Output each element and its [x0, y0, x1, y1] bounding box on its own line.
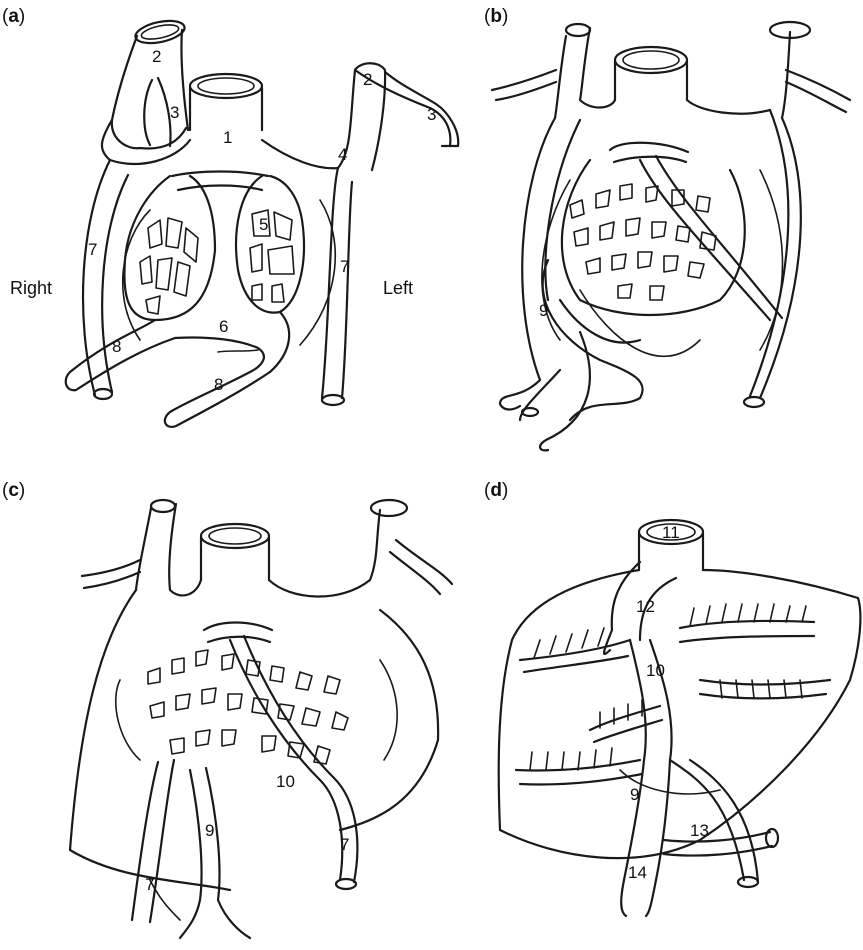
panel-a: (a): [2, 6, 458, 427]
vitelline-veins-8: [66, 312, 289, 427]
panel-d: (d): [484, 480, 860, 916]
label-7-left: 7: [340, 257, 349, 276]
label-10-d: 10: [646, 661, 665, 680]
right-vitelline-opening: [133, 17, 186, 47]
panel-label-b: (b): [484, 6, 508, 27]
sinus-venosus-c: [82, 500, 452, 597]
label-7-right: 7: [88, 240, 97, 259]
vessel-loop-3: [112, 30, 188, 148]
label-7-c-right: 7: [340, 835, 349, 854]
panel-label-c: (c): [2, 480, 25, 501]
vessels-lower-c: [132, 760, 357, 938]
sinus-venosus-b: [492, 22, 850, 118]
label-9-d: 9: [630, 785, 639, 804]
label-8-right: 8: [112, 337, 121, 356]
label-11: 11: [662, 523, 680, 542]
hepatic-sinusoids-b: [562, 143, 782, 320]
label-8-left: 8: [214, 375, 223, 394]
label-7-c-left: 7: [145, 875, 154, 894]
panel-label-d: (d): [484, 480, 508, 501]
label-2-right: 2: [152, 47, 161, 66]
hepatic-sinusoid-plexus-left: [236, 176, 304, 313]
panel-label-a: (a): [2, 6, 25, 27]
label-2-left: 2: [363, 70, 372, 89]
hepatic-sinusoids-c: [148, 623, 348, 781]
vitelline-veins-9-b: [500, 260, 700, 450]
umbilical-veins-7: [83, 160, 352, 405]
label-5: 5: [259, 215, 268, 234]
side-label-right: Right: [10, 278, 52, 298]
label-13: 13: [690, 821, 709, 840]
label-10-c: 10: [276, 772, 295, 791]
crossing-bar: [172, 172, 268, 191]
label-6: 6: [219, 317, 228, 336]
portal-branches-d: [516, 604, 830, 785]
label-3-right: 3: [170, 103, 179, 122]
side-label-left: Left: [383, 278, 413, 298]
label-12: 12: [636, 597, 655, 616]
label-9-b: 9: [539, 301, 548, 320]
label-3-left: 3: [427, 105, 436, 124]
label-1: 1: [223, 128, 232, 147]
left-portal-vein-10: [630, 640, 672, 760]
panel-c: (c) 7 9 1: [2, 480, 452, 938]
panel-b: (b): [484, 6, 850, 450]
label-14: 14: [628, 863, 647, 882]
label-4: 4: [338, 145, 347, 164]
hepatic-sinusoid-plexus-right: [124, 176, 215, 320]
label-9-c: 9: [205, 821, 214, 840]
liver-outline-d: [499, 570, 861, 858]
